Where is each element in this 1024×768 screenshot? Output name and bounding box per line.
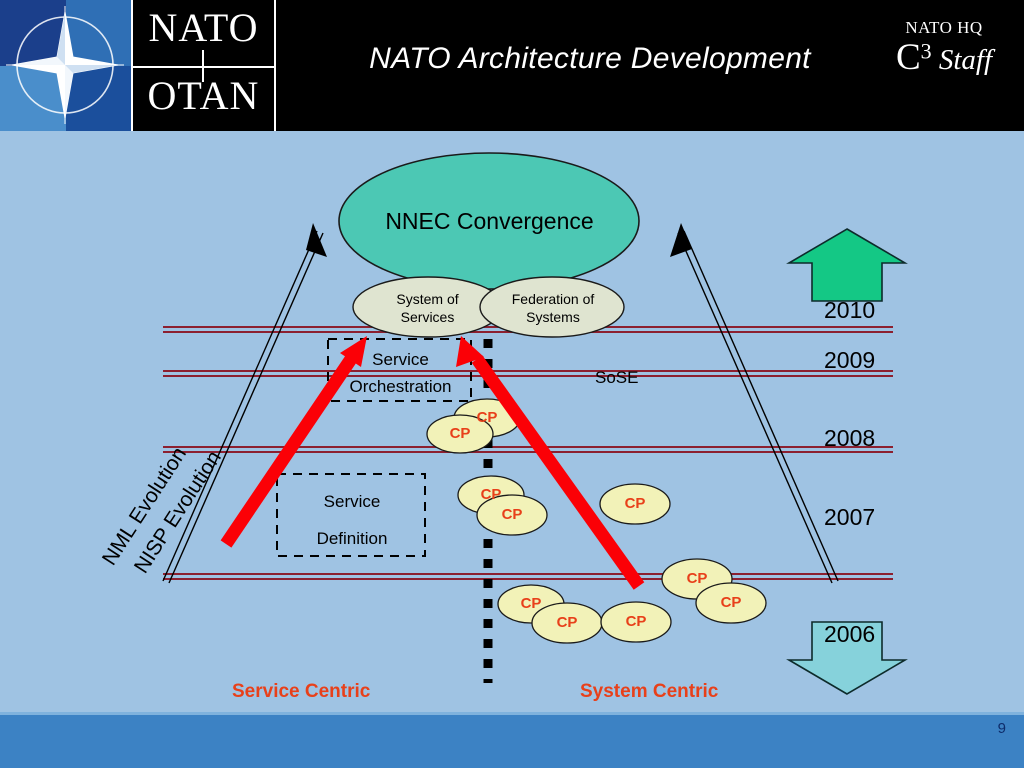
federation-of-systems-line2: Systems <box>526 309 580 325</box>
logo-divider <box>131 0 133 131</box>
cp-ellipse <box>599 483 671 525</box>
trapezoid-left-arrow <box>162 223 327 584</box>
cp-ellipse-group <box>426 398 767 644</box>
service-definition-label: Service Definition <box>282 483 422 557</box>
cp-ellipse <box>600 601 672 643</box>
year-label-2006: 2006 <box>824 621 876 647</box>
cp-label: CP <box>624 495 646 512</box>
nato-star-logo <box>0 0 131 131</box>
otan-word: OTAN <box>147 73 260 118</box>
cp-label: CP <box>449 425 471 442</box>
footer-top-line <box>0 712 1024 715</box>
service-orchestration-line1: Service <box>372 350 429 369</box>
logo-quadrant-top-left <box>0 0 66 66</box>
red-arrow-left <box>220 336 367 548</box>
c3-staff-label: C3 Staff <box>874 36 1014 79</box>
cp-label: CP <box>556 614 578 631</box>
c3-staff-nato-hq-label: NATO HQ <box>905 18 983 37</box>
year-label-2007: 2007 <box>824 504 876 530</box>
service-orchestration-label: Service Orchestration <box>328 346 473 400</box>
year-label-2009: 2009 <box>824 347 876 373</box>
service-definition-line1: Service <box>323 492 381 511</box>
slide-footer: 9 <box>0 712 1024 768</box>
timeline-line-2008 <box>163 446 893 453</box>
cp-label: CP <box>501 506 523 523</box>
c3-staff-logo: NATO HQ C3 Staff <box>874 18 1014 79</box>
system-centric-label: System Centric <box>580 681 719 702</box>
federation-of-systems-ellipse <box>479 276 625 338</box>
system-of-services-line2: Services <box>400 309 455 325</box>
timeline-lines <box>163 326 893 580</box>
service-orchestration-box <box>327 338 472 402</box>
c3-staff-word: Staff <box>938 44 993 76</box>
nato-otan-tick <box>202 50 204 82</box>
nato-otan-wordmark: NATO OTAN <box>133 0 274 131</box>
logo-quadrant-bottom-right <box>65 65 131 131</box>
cp-ellipse <box>476 494 548 536</box>
diagram-vector-layer <box>162 152 908 695</box>
service-orchestration-line2: Orchestration <box>349 377 452 396</box>
year-label-2010: 2010 <box>824 297 876 323</box>
diagram-canvas: NNEC Convergence System of Services Fede… <box>0 131 1024 712</box>
timeline-line-2009 <box>163 370 893 377</box>
year-label-2008: 2008 <box>824 425 876 451</box>
cyan-down-arrow <box>786 621 908 695</box>
service-definition-line2: Definition <box>316 529 388 548</box>
red-arrow-right <box>456 336 645 590</box>
cp-label: CP <box>720 594 742 611</box>
sose-label: SoSE <box>595 368 639 387</box>
page-number: 9 <box>997 720 1006 737</box>
service-centric-label: Service Centric <box>232 681 371 702</box>
slide-header: NATO OTAN NATO Architecture Development … <box>0 0 1024 131</box>
service-definition-box <box>276 473 426 557</box>
nato-word: NATO <box>148 5 259 50</box>
timeline-line-2006 <box>163 573 893 580</box>
system-of-services-label: System of Services <box>370 290 485 326</box>
nato-compass-star-icon <box>6 6 124 124</box>
federation-of-systems-line1: Federation of <box>511 291 595 307</box>
cp-label: CP <box>480 486 502 503</box>
nnec-convergence-label: NNEC Convergence <box>385 208 594 234</box>
page-title: NATO Architecture Development <box>369 42 811 75</box>
cp-ellipse <box>426 414 494 454</box>
c3-letter: C <box>895 37 921 78</box>
cp-label: CP <box>476 409 498 426</box>
cp-label: CP <box>520 595 542 612</box>
c3-superscript: 3 <box>920 38 932 64</box>
cp-ellipse <box>695 582 767 624</box>
cp-label: CP <box>625 613 647 630</box>
green-up-arrow <box>786 228 908 302</box>
logo-quadrant-bottom-left <box>0 65 66 131</box>
trapezoid-right-arrow <box>670 223 839 584</box>
cp-label: CP <box>686 570 708 587</box>
logo-quadrant-top-right <box>65 0 131 66</box>
system-of-services-line1: System of <box>396 291 459 307</box>
wordmark-right-divider <box>274 0 276 131</box>
federation-of-systems-label: Federation of Systems <box>493 290 613 326</box>
